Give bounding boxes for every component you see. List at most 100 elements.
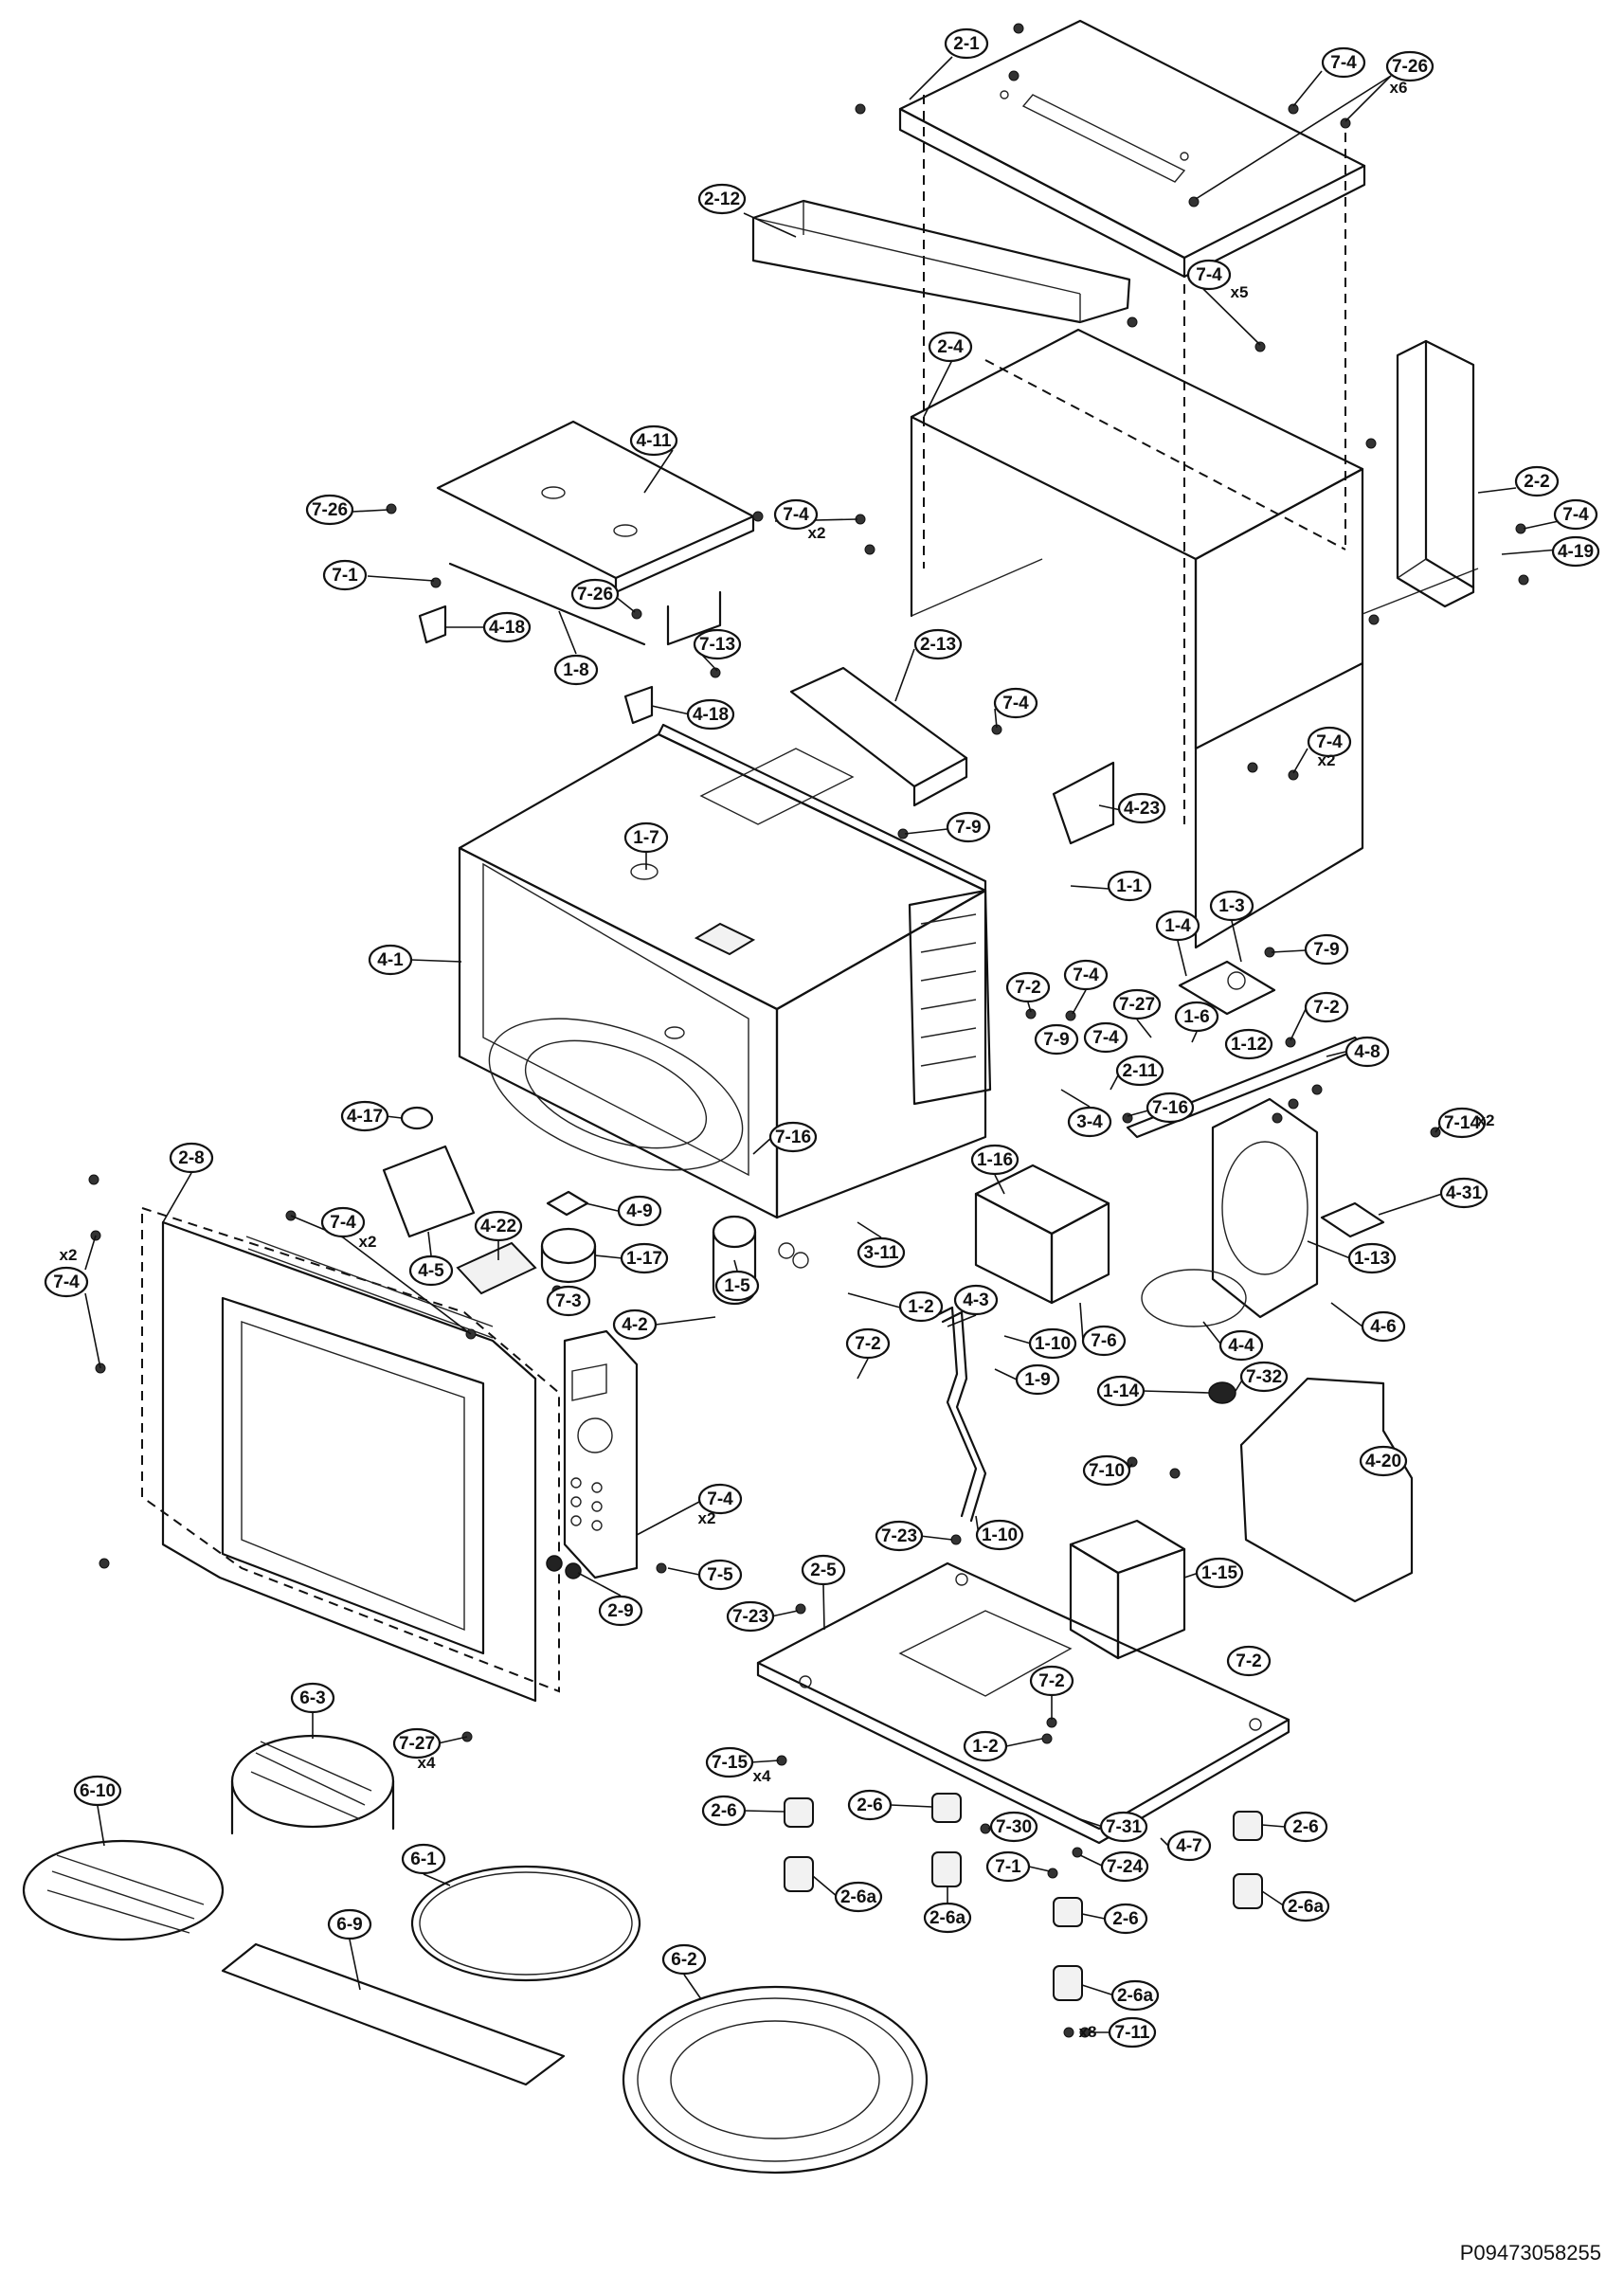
shaft bbox=[418, 562, 654, 725]
callout-text: 6-9 bbox=[336, 1915, 362, 1935]
callout-text: 1-13 bbox=[1354, 1249, 1390, 1269]
callout-ellipse bbox=[1514, 465, 1560, 497]
callout-ellipse bbox=[834, 1881, 883, 1913]
part-callout: 7-1 bbox=[985, 1850, 1031, 1883]
cavity-cover bbox=[382, 1145, 476, 1238]
roller-ring bbox=[410, 1865, 641, 1982]
callout-text: 2-1 bbox=[953, 34, 980, 54]
callout-ellipse bbox=[1067, 1106, 1112, 1138]
callout-ellipse bbox=[629, 424, 678, 457]
part-callout: 4-18 bbox=[482, 611, 532, 643]
part-callout: 1-1 bbox=[1107, 870, 1152, 902]
callout-text: 4-23 bbox=[1124, 799, 1160, 819]
callout-text: 7-9 bbox=[955, 818, 981, 838]
callout-text: 7-4 bbox=[783, 505, 809, 525]
callout-text: 7-11 bbox=[1115, 2023, 1150, 2043]
callout-ellipse bbox=[1096, 1375, 1146, 1407]
front-beam bbox=[751, 199, 1131, 324]
callout-text: 7-26 bbox=[577, 585, 613, 605]
callout-ellipse bbox=[975, 1519, 1024, 1551]
callout-text: 6-10 bbox=[80, 1781, 116, 1801]
callout-text: 7-16 bbox=[1152, 1098, 1188, 1118]
callout-text: 7-4 bbox=[1196, 265, 1222, 285]
part-callout: 7-23 bbox=[726, 1600, 775, 1633]
callout-text: 3-11 bbox=[864, 1243, 899, 1263]
callout-text: 1-15 bbox=[1201, 1563, 1237, 1583]
callout-ellipse bbox=[553, 654, 599, 686]
callout-ellipse bbox=[1437, 1107, 1487, 1139]
callout-ellipse bbox=[290, 1682, 335, 1714]
quantity-text: x4 bbox=[753, 1767, 771, 1785]
callout-ellipse bbox=[953, 1284, 999, 1316]
quantity-text: x8 bbox=[1079, 2023, 1097, 2041]
callout-text: 7-10 bbox=[1089, 1461, 1125, 1481]
low-rack bbox=[22, 1839, 225, 1941]
part-callout: 1-7 bbox=[623, 821, 669, 854]
callout-text: 2-8 bbox=[178, 1148, 204, 1168]
base-plate bbox=[756, 1561, 1290, 1845]
waveguide-channel bbox=[789, 666, 968, 807]
turntable-motor bbox=[540, 1227, 597, 1284]
part-callout: 1-12 bbox=[1224, 1028, 1273, 1060]
callout-text: 7-2 bbox=[855, 1334, 880, 1354]
part-callout: 7-3 bbox=[546, 1285, 591, 1317]
part-callout: 7-4 bbox=[1321, 46, 1366, 79]
part-callout: 7-2 bbox=[1226, 1645, 1272, 1677]
callout-ellipse bbox=[1005, 971, 1051, 1003]
part-callout: 2-6 bbox=[701, 1795, 747, 1827]
callout-text: 4-20 bbox=[1365, 1452, 1401, 1471]
part-callout: 7-4 bbox=[1186, 259, 1232, 291]
part-callout: 6-1 bbox=[401, 1843, 446, 1875]
callout-ellipse bbox=[305, 494, 354, 526]
callout-ellipse bbox=[1186, 259, 1232, 291]
callout-text: 4-11 bbox=[637, 431, 672, 451]
callout-ellipse bbox=[1439, 1177, 1489, 1209]
callout-text: 4-5 bbox=[418, 1261, 444, 1281]
callout-text: 7-2 bbox=[1038, 1671, 1064, 1691]
part-callout: 7-4 bbox=[1307, 726, 1352, 758]
callout-text: 4-1 bbox=[377, 950, 404, 970]
callout-ellipse bbox=[1551, 535, 1600, 568]
part-callout: 7-2 bbox=[1029, 1665, 1074, 1697]
callout-ellipse bbox=[623, 821, 669, 854]
part-callout: 7-1 bbox=[322, 559, 368, 591]
callout-ellipse bbox=[963, 1730, 1008, 1762]
door-assembly bbox=[141, 1206, 560, 1703]
part-callout: 4-22 bbox=[474, 1210, 523, 1242]
part-callout: 2-12 bbox=[697, 183, 747, 215]
callout-text: 6-1 bbox=[410, 1850, 437, 1869]
callout-ellipse bbox=[408, 1254, 454, 1287]
callout-ellipse bbox=[1281, 1890, 1330, 1922]
quantity-text: x2 bbox=[698, 1509, 716, 1527]
callout-ellipse bbox=[1100, 1850, 1149, 1883]
callout-ellipse bbox=[44, 1266, 89, 1298]
callout-text: 7-2 bbox=[1015, 978, 1040, 998]
callout-ellipse bbox=[1034, 1023, 1079, 1056]
part-callout: 2-6a bbox=[923, 1902, 972, 1934]
part-callout: 7-4 bbox=[1553, 498, 1598, 531]
part-callout: 4-2 bbox=[612, 1308, 658, 1341]
callout-ellipse bbox=[1321, 46, 1366, 79]
part-callout: 7-27 bbox=[1112, 988, 1162, 1020]
ring-gasket bbox=[400, 1106, 434, 1130]
callout-text: 1-17 bbox=[626, 1249, 662, 1269]
part-callout: 4-4 bbox=[1218, 1329, 1264, 1362]
quantity-text: x2 bbox=[1318, 751, 1336, 769]
callout-text: 2-6a bbox=[1117, 1986, 1153, 2006]
part-callout: 7-15 bbox=[705, 1746, 754, 1778]
callout-text: 7-1 bbox=[332, 566, 358, 586]
callout-ellipse bbox=[946, 811, 991, 843]
callout-ellipse bbox=[546, 1285, 591, 1317]
part-callout: 3-11 bbox=[857, 1236, 906, 1269]
part-callout: 2-1 bbox=[944, 27, 989, 60]
part-callout: 2-6 bbox=[1103, 1903, 1148, 1935]
callout-text: 4-8 bbox=[1354, 1042, 1380, 1062]
callout-ellipse bbox=[1115, 1055, 1164, 1087]
part-callout: 7-10 bbox=[1082, 1454, 1131, 1487]
callout-ellipse bbox=[1107, 870, 1152, 902]
callout-ellipse bbox=[73, 1775, 122, 1807]
part-callout: 7-4 bbox=[44, 1266, 89, 1298]
callout-ellipse bbox=[320, 1206, 366, 1238]
part-callout: 1-4 bbox=[1155, 910, 1200, 942]
callout-text: 1-3 bbox=[1218, 896, 1244, 916]
